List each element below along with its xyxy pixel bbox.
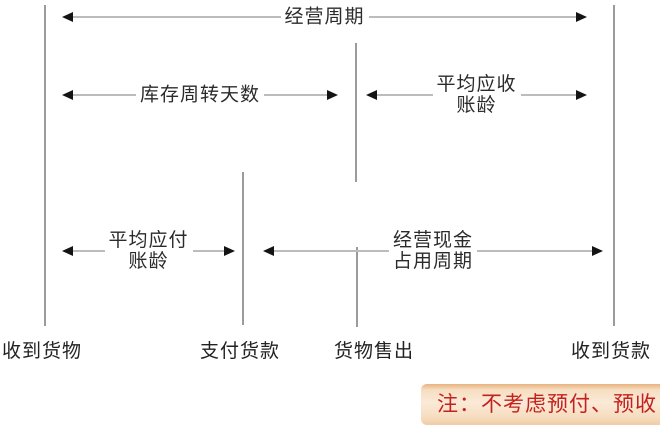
avg-receivable-label: 平均应收 账龄 xyxy=(432,74,521,116)
operating-cycle-arrow: 经营周期 xyxy=(62,6,587,28)
arrowhead-right-icon xyxy=(576,90,587,100)
operating-cycle-label: 经营周期 xyxy=(280,6,369,28)
cash-cycle-arrow: 经营现金 占用周期 xyxy=(263,230,603,272)
avg-payable-label-line2: 账龄 xyxy=(128,251,169,272)
avg-payable-label: 平均应付 账龄 xyxy=(104,230,193,272)
note-highlight-band: 注：不考虑预付、预收 xyxy=(421,384,660,425)
avg-payable-arrow: 平均应付 账龄 xyxy=(62,230,235,272)
arrowhead-right-icon xyxy=(576,12,587,22)
avg-receivable-label-line2: 账龄 xyxy=(456,95,497,116)
avg-payable-label-line1: 平均应付 xyxy=(108,230,189,251)
arrowhead-left-icon xyxy=(62,12,73,22)
receive-payment-line xyxy=(613,5,615,326)
milestone-pay-goods: 支付货款 xyxy=(200,341,281,362)
cash-cycle-label-line2: 占用周期 xyxy=(392,251,474,272)
arrowhead-left-icon xyxy=(62,90,73,100)
milestone-goods-sold: 货物售出 xyxy=(334,341,415,362)
arrowhead-right-icon xyxy=(592,246,603,256)
avg-receivable-arrow: 平均应收 账龄 xyxy=(366,74,587,116)
receive-goods-line xyxy=(44,5,46,326)
cash-cycle-label-line1: 经营现金 xyxy=(392,230,474,251)
arrowhead-left-icon xyxy=(263,246,274,256)
goods-sold-lower-line xyxy=(356,247,358,327)
avg-receivable-label-line1: 平均应收 xyxy=(436,74,517,95)
milestone-receive-payment: 收到货款 xyxy=(571,341,652,362)
milestone-receive-goods: 收到货物 xyxy=(2,341,83,362)
cash-cycle-label: 经营现金 占用周期 xyxy=(388,230,478,272)
arrowhead-right-icon xyxy=(327,90,338,100)
goods-sold-upper-line xyxy=(355,43,357,182)
pay-goods-line xyxy=(242,172,244,325)
arrowhead-left-icon xyxy=(366,90,377,100)
arrowhead-right-icon xyxy=(224,246,235,256)
inventory-days-label: 库存周转天数 xyxy=(135,84,265,106)
note-text: 注：不考虑预付、预收 xyxy=(437,392,657,416)
arrowhead-left-icon xyxy=(62,246,73,256)
inventory-days-arrow: 库存周转天数 xyxy=(62,84,338,106)
